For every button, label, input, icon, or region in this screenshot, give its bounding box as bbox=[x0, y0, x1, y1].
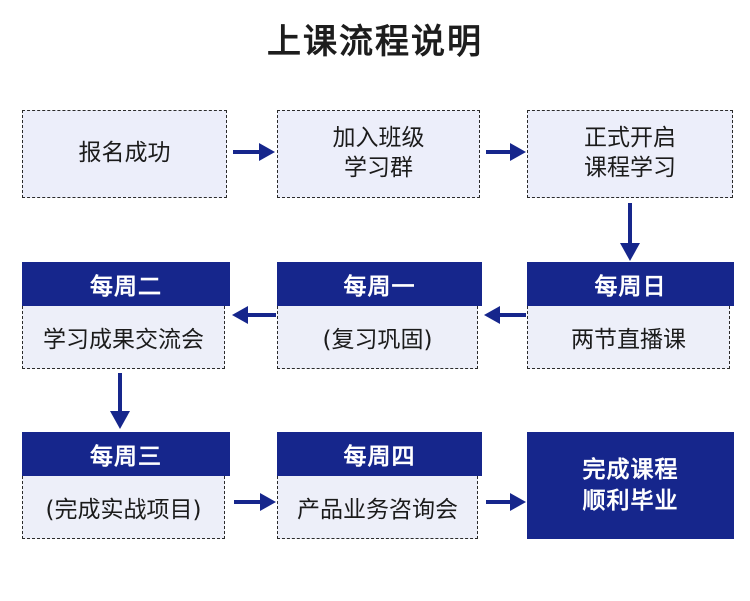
node-monday-header: 每周一 bbox=[277, 262, 482, 306]
node-wednesday-header: 每周三 bbox=[22, 432, 230, 476]
node-thursday-header: 每周四 bbox=[277, 432, 482, 476]
node-join-group-box: 加入班级 学习群 bbox=[277, 110, 480, 198]
node-graduate-line-2: 顺利毕业 bbox=[582, 487, 679, 514]
node-graduate-line-1: 完成课程 bbox=[582, 457, 679, 484]
arrow-join-to-start bbox=[486, 140, 526, 164]
arrow-sunday-to-monday bbox=[484, 303, 526, 327]
node-signup-box: 报名成功 bbox=[22, 110, 227, 198]
node-thursday-body: 产品业务咨询会 bbox=[277, 476, 478, 539]
node-tuesday-header: 每周二 bbox=[22, 262, 230, 306]
node-thursday[interactable]: 每周四 产品业务咨询会 bbox=[277, 432, 482, 539]
node-wednesday-body: (完成实战项目) bbox=[22, 476, 225, 539]
node-start-course-line-1: 正式开启 bbox=[584, 125, 676, 152]
node-start-course-line-2: 课程学习 bbox=[584, 155, 676, 181]
arrow-start-to-sunday bbox=[618, 203, 642, 261]
node-signup-line-1: 报名成功 bbox=[78, 140, 171, 167]
node-tuesday[interactable]: 每周二 学习成果交流会 bbox=[22, 262, 230, 369]
page-title: 上课流程说明 bbox=[267, 22, 483, 62]
node-wednesday[interactable]: 每周三 (完成实战项目) bbox=[22, 432, 230, 539]
node-graduate[interactable]: 完成课程 顺利毕业 bbox=[527, 432, 734, 539]
node-join-group-line-1: 加入班级 bbox=[332, 125, 425, 152]
node-start-course[interactable]: 正式开启 课程学习 bbox=[527, 110, 733, 198]
node-sunday-header: 每周日 bbox=[527, 262, 734, 306]
node-sunday[interactable]: 每周日 两节直播课 bbox=[527, 262, 734, 369]
node-monday[interactable]: 每周一 (复习巩固) bbox=[277, 262, 482, 369]
arrow-wednesday-to-thursday bbox=[234, 490, 276, 514]
arrow-thursday-to-graduate bbox=[486, 490, 526, 514]
node-join-group-line-2: 学习群 bbox=[344, 155, 413, 181]
node-graduate-box: 完成课程 顺利毕业 bbox=[527, 432, 734, 539]
node-sunday-body: 两节直播课 bbox=[527, 306, 730, 369]
node-signup[interactable]: 报名成功 bbox=[22, 110, 227, 198]
node-monday-body: (复习巩固) bbox=[277, 306, 478, 369]
arrow-tuesday-to-wednesday bbox=[108, 373, 132, 429]
arrow-monday-to-tuesday bbox=[232, 303, 276, 327]
node-join-group[interactable]: 加入班级 学习群 bbox=[277, 110, 480, 198]
arrow-signup-to-join bbox=[233, 140, 275, 164]
node-start-course-box: 正式开启 课程学习 bbox=[527, 110, 733, 198]
node-tuesday-body: 学习成果交流会 bbox=[22, 306, 225, 369]
